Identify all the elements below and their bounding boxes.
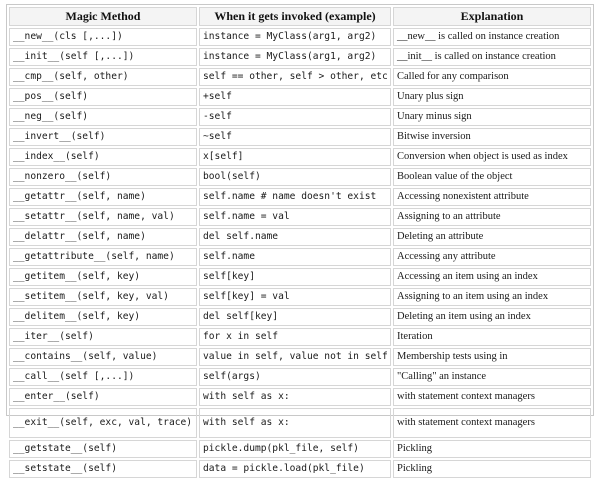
table-row: __new__(cls [,...])instance = MyClass(ar… (9, 28, 591, 46)
explanation-cell: Deleting an attribute (393, 228, 591, 246)
method-cell: __call__(self [,...]) (9, 368, 197, 386)
invoked-cell: self[key] (199, 268, 391, 286)
method-cell: __pos__(self) (9, 88, 197, 106)
header-row: Magic Method When it gets invoked (examp… (9, 7, 591, 26)
invoked-cell: -self (199, 108, 391, 126)
magic-methods-table: Magic Method When it gets invoked (examp… (7, 5, 593, 480)
method-cell: __setattr__(self, name, val) (9, 208, 197, 226)
explanation-cell: Called for any comparison (393, 68, 591, 86)
method-cell: __init__(self [,...]) (9, 48, 197, 66)
method-cell: __setitem__(self, key, val) (9, 288, 197, 306)
invoked-cell: self == other, self > other, etc. (199, 68, 391, 86)
method-cell: __iter__(self) (9, 328, 197, 346)
invoked-cell: del self[key] (199, 308, 391, 326)
explanation-cell: Pickling (393, 460, 591, 478)
explanation-cell: Accessing any attribute (393, 248, 591, 266)
explanation-cell: Bitwise inversion (393, 128, 591, 146)
method-cell: __neg__(self) (9, 108, 197, 126)
invoked-cell: instance = MyClass(arg1, arg2) (199, 48, 391, 66)
invoked-cell: instance = MyClass(arg1, arg2) (199, 28, 391, 46)
invoked-cell: for x in self (199, 328, 391, 346)
table-row: __setattr__(self, name, val)self.name = … (9, 208, 591, 226)
explanation-cell: Conversion when object is used as index (393, 148, 591, 166)
invoked-cell: self.name # name doesn't exist (199, 188, 391, 206)
method-cell: __exit__(self, exc, val, trace) (9, 408, 197, 438)
invoked-cell: value in self, value not in self (199, 348, 391, 366)
method-cell: __getitem__(self, key) (9, 268, 197, 286)
explanation-cell: Boolean value of the object (393, 168, 591, 186)
explanation-cell: Unary plus sign (393, 88, 591, 106)
explanation-cell: Assigning to an attribute (393, 208, 591, 226)
invoked-cell: bool(self) (199, 168, 391, 186)
table-row: __setstate__(self)data = pickle.load(pkl… (9, 460, 591, 478)
invoked-cell: pickle.dump(pkl_file, self) (199, 440, 391, 458)
table-row: __index__(self)x[self]Conversion when ob… (9, 148, 591, 166)
method-cell: __getattribute__(self, name) (9, 248, 197, 266)
table-row: __init__(self [,...])instance = MyClass(… (9, 48, 591, 66)
table-row: __exit__(self, exc, val, trace)with self… (9, 408, 591, 438)
explanation-cell: "Calling" an instance (393, 368, 591, 386)
table-row: __nonzero__(self)bool(self)Boolean value… (9, 168, 591, 186)
invoked-cell: del self.name (199, 228, 391, 246)
method-cell: __contains__(self, value) (9, 348, 197, 366)
method-cell: __invert__(self) (9, 128, 197, 146)
invoked-cell: with self as x: (199, 388, 391, 406)
table-row: __getattr__(self, name)self.name # name … (9, 188, 591, 206)
invoked-cell: self.name = val (199, 208, 391, 226)
header-when-invoked: When it gets invoked (example) (199, 7, 391, 26)
explanation-cell: Unary minus sign (393, 108, 591, 126)
invoked-cell: ~self (199, 128, 391, 146)
method-cell: __new__(cls [,...]) (9, 28, 197, 46)
table-row: __cmp__(self, other)self == other, self … (9, 68, 591, 86)
invoked-cell: x[self] (199, 148, 391, 166)
invoked-cell: self[key] = val (199, 288, 391, 306)
explanation-cell: Membership tests using in (393, 348, 591, 366)
method-cell: __index__(self) (9, 148, 197, 166)
explanation-cell: with statement context managers (393, 408, 591, 438)
explanation-cell: Iteration (393, 328, 591, 346)
table-row: __getstate__(self)pickle.dump(pkl_file, … (9, 440, 591, 458)
header-explanation: Explanation (393, 7, 591, 26)
table-row: __getitem__(self, key)self[key]Accessing… (9, 268, 591, 286)
method-cell: __delattr__(self, name) (9, 228, 197, 246)
invoked-cell: data = pickle.load(pkl_file) (199, 460, 391, 478)
table-row: __call__(self [,...])self(args)"Calling"… (9, 368, 591, 386)
method-cell: __cmp__(self, other) (9, 68, 197, 86)
explanation-cell: __new__ is called on instance creation (393, 28, 591, 46)
explanation-cell: Assigning to an item using an index (393, 288, 591, 306)
invoked-cell: self.name (199, 248, 391, 266)
method-cell: __setstate__(self) (9, 460, 197, 478)
method-cell: __nonzero__(self) (9, 168, 197, 186)
method-cell: __getattr__(self, name) (9, 188, 197, 206)
table-body: __new__(cls [,...])instance = MyClass(ar… (9, 28, 591, 478)
explanation-cell: Deleting an item using an index (393, 308, 591, 326)
explanation-cell: Accessing nonexistent attribute (393, 188, 591, 206)
table-row: __contains__(self, value)value in self, … (9, 348, 591, 366)
magic-methods-table-frame: Magic Method When it gets invoked (examp… (6, 4, 594, 478)
invoked-cell: +self (199, 88, 391, 106)
method-cell: __enter__(self) (9, 388, 197, 406)
explanation-cell: Pickling (393, 440, 591, 458)
invoked-cell: self(args) (199, 368, 391, 386)
table-row: __delitem__(self, key)del self[key]Delet… (9, 308, 591, 326)
method-cell: __getstate__(self) (9, 440, 197, 458)
header-magic-method: Magic Method (9, 7, 197, 26)
table-row: __enter__(self)with self as x:with state… (9, 388, 591, 406)
explanation-cell: __init__ is called on instance creation (393, 48, 591, 66)
method-cell: __delitem__(self, key) (9, 308, 197, 326)
table-row: __setitem__(self, key, val)self[key] = v… (9, 288, 591, 306)
explanation-cell: Accessing an item using an index (393, 268, 591, 286)
explanation-cell: with statement context managers (393, 388, 591, 406)
invoked-cell: with self as x: (199, 408, 391, 438)
